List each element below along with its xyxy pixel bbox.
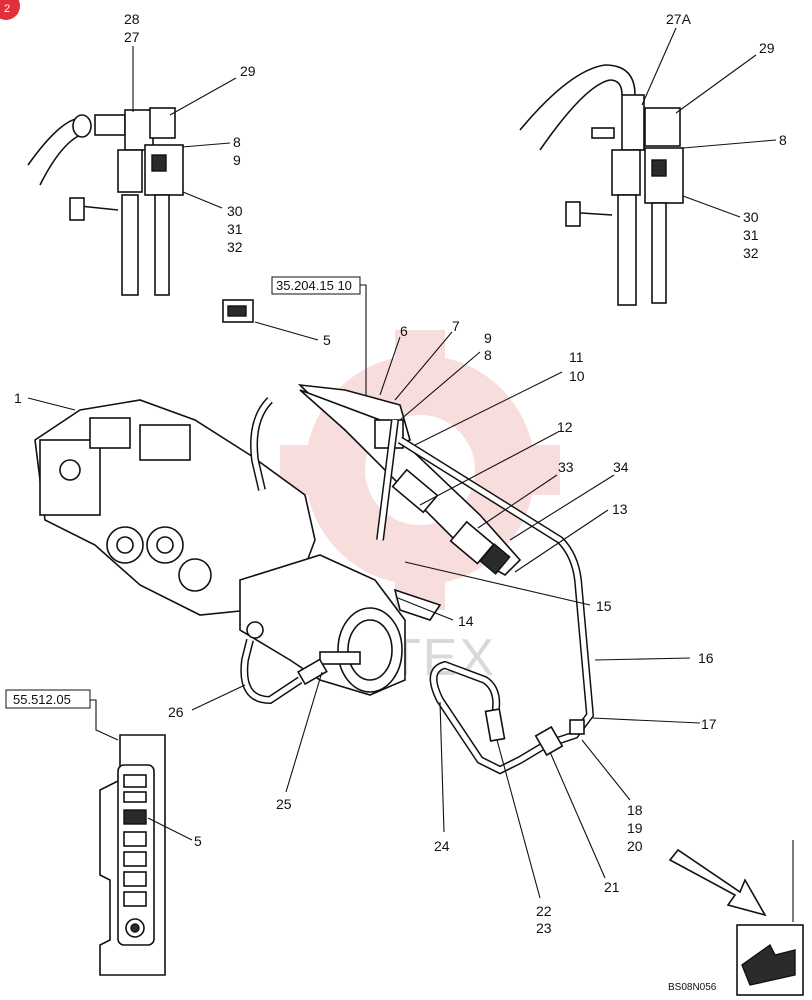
callout-32: 32: [227, 239, 243, 255]
callout-20: 20: [627, 838, 643, 854]
drawing-code: BS08N056: [668, 982, 717, 993]
callout-5: 5: [323, 332, 331, 348]
callout-29: 29: [759, 40, 775, 56]
callout-23: 23: [536, 920, 552, 936]
callout-17: 17: [701, 716, 717, 732]
callout-27A: 27A: [666, 11, 692, 27]
callout-9: 9: [233, 152, 241, 168]
callout-30: 30: [227, 203, 243, 219]
callout-22: 22: [536, 903, 552, 919]
svg-text:55.512.05: 55.512.05: [13, 692, 71, 707]
ref-box-55: 55.512.05: [5, 689, 119, 741]
callout-6: 6: [400, 323, 408, 339]
callout-7: 7: [452, 318, 460, 334]
callout-29: 29: [240, 63, 256, 79]
callout-labels: 28 27 29 8 9 30 31 32 27A 29 8 30 31 32 …: [14, 11, 787, 936]
callout-24: 24: [434, 838, 450, 854]
switch-panel: [99, 734, 166, 976]
callout-26: 26: [168, 704, 184, 720]
callout-18: 18: [627, 802, 643, 818]
callout-8: 8: [233, 134, 241, 150]
main-pump-assembly: [34, 299, 595, 775]
callout-10: 10: [569, 368, 585, 384]
inset-left-valve-assembly: [27, 107, 184, 296]
callout-13: 13: [612, 501, 628, 517]
callout-1: 1: [14, 390, 22, 406]
callout-32: 32: [743, 245, 759, 261]
leader-lines: [27, 27, 777, 899]
page-badge-text: 2: [4, 3, 10, 15]
callout-31: 31: [227, 221, 243, 237]
callout-14: 14: [458, 613, 474, 629]
page-badge: 2: [0, 0, 20, 20]
callout-34: 34: [613, 459, 629, 475]
callout-15: 15: [596, 598, 612, 614]
callout-12: 12: [557, 419, 573, 435]
callout-28: 28: [124, 11, 140, 27]
callout-9: 9: [484, 330, 492, 346]
direction-arrow-icon: [668, 848, 767, 917]
ref-box-35: 35.204.15 10: [271, 276, 367, 395]
callout-25: 25: [276, 796, 292, 812]
callout-27: 27: [124, 29, 140, 45]
callout-8: 8: [779, 132, 787, 148]
callout-19: 19: [627, 820, 643, 836]
callout-33: 33: [558, 459, 574, 475]
inset-right-valve-assembly: [519, 64, 684, 306]
callout-31: 31: [743, 227, 759, 243]
callout-30: 30: [743, 209, 759, 225]
callout-21: 21: [604, 879, 620, 895]
callout-11: 11: [569, 349, 584, 365]
callout-8: 8: [484, 347, 492, 363]
view-orientation-box: [736, 840, 804, 996]
callout-5: 5: [194, 833, 202, 849]
callout-16: 16: [698, 650, 714, 666]
svg-text:35.204.15 10: 35.204.15 10: [276, 278, 352, 293]
